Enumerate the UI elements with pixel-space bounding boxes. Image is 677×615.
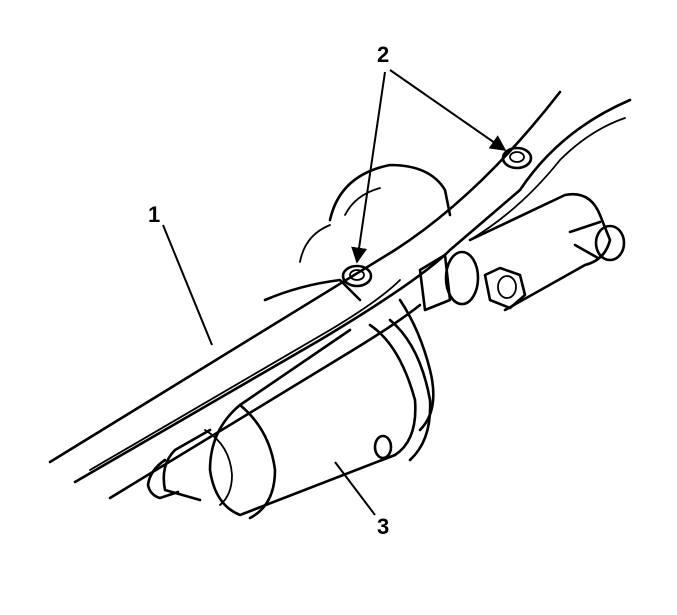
mounting-bolt-lower [341,264,373,288]
motor-body [146,318,432,520]
leader-1 [162,224,213,346]
callout-3: 3 [377,514,390,539]
callout-1: 1 [148,202,161,227]
leader-lines [162,69,507,516]
wiper-frame [48,90,632,500]
leader-2-lower [351,71,386,264]
callout-2: 2 [377,42,390,67]
mounting-bolt-upper [501,146,533,170]
leader-2-upper [389,69,507,151]
leader-3 [334,461,376,516]
output-shaft [418,192,626,312]
mounting-bolts [341,146,533,288]
